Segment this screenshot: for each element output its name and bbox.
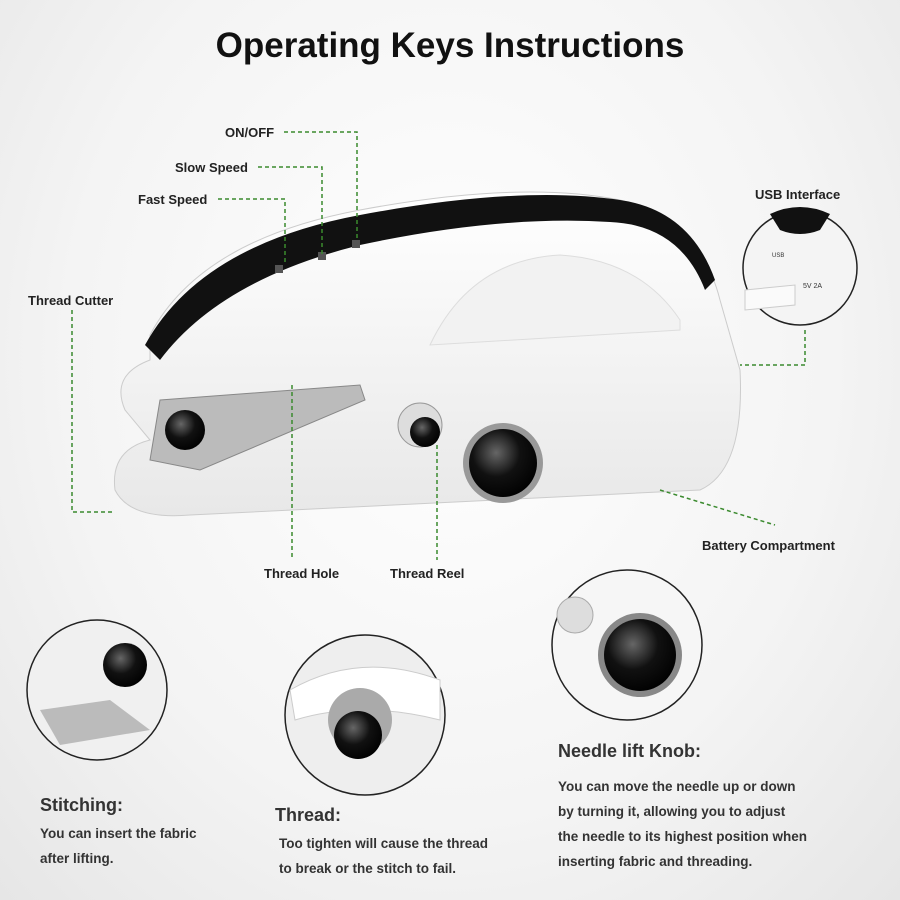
- thread-detail-circle: [284, 634, 446, 796]
- label-usb-interface: USB Interface: [755, 187, 841, 202]
- label-thread-reel: Thread Reel: [390, 566, 465, 581]
- feature-heading: Needle lift Knob:: [558, 741, 701, 761]
- label-on-off: ON/OFF: [225, 125, 275, 140]
- label-thread-cutter: Thread Cutter: [28, 293, 114, 308]
- label-thread-hole: Thread Hole: [264, 566, 340, 581]
- presser-foot: [149, 384, 366, 471]
- sewing-machine-image: [113, 191, 741, 517]
- thread-reel: [410, 417, 440, 447]
- needle-knob-detail-circle: [551, 569, 703, 721]
- stitching-detail-circle: [26, 619, 168, 761]
- handle: [145, 195, 715, 360]
- power-rating: 5V 2A: [803, 283, 822, 290]
- feature-needle-lift-knob: Needle lift Knob: You can move the needl…: [558, 741, 807, 874]
- feature-heading: Stitching:: [40, 795, 123, 815]
- label-fast-speed: Fast Speed: [138, 192, 208, 207]
- feature-heading: Thread:: [275, 805, 342, 825]
- label-slow-speed: Slow Speed: [175, 160, 248, 175]
- needle-lift-knob: [469, 429, 537, 497]
- slow-speed-button: [318, 252, 326, 260]
- feature-thread: Thread: Too tighten will cause the threa…: [275, 805, 488, 881]
- usb-mark: USB: [772, 253, 784, 259]
- page-title: Operating Keys Instructions: [215, 26, 685, 65]
- stitching-knob: [165, 410, 205, 450]
- leader-lines: [71, 131, 806, 560]
- usb-detail-circle: USB 5V 2A: [742, 207, 858, 326]
- on-off-button: [352, 240, 360, 248]
- label-battery-compartment: Battery Compartment: [702, 538, 835, 553]
- fast-speed-button: [275, 265, 283, 273]
